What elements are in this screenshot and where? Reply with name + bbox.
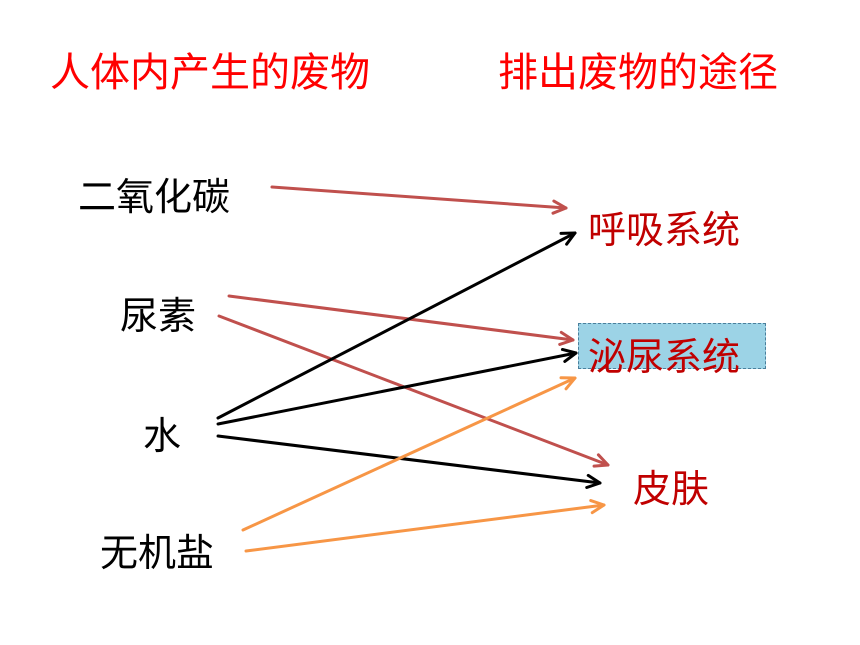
arrow-0 [270, 185, 568, 215]
route-highlight [578, 323, 766, 369]
waste-salts: 无机盐 [100, 531, 215, 575]
arrow-1 [227, 294, 575, 346]
waste-co2: 二氧化碳 [78, 175, 231, 219]
route-skin: 皮肤 [633, 467, 710, 511]
arrow-6 [241, 376, 577, 532]
title-right: 排出废物的途径 [498, 50, 778, 96]
arrow-5 [216, 434, 602, 490]
arrow-7 [244, 499, 606, 553]
title-left: 人体内产生的废物 [50, 50, 370, 96]
arrow-3 [216, 231, 577, 420]
route-urinary: 泌尿系统 [588, 335, 741, 379]
route-respiratory: 呼吸系统 [588, 208, 741, 252]
waste-water: 水 [143, 414, 182, 458]
arrow-4 [216, 347, 578, 426]
arrow-2 [217, 314, 610, 468]
waste-urea: 尿素 [120, 294, 197, 338]
